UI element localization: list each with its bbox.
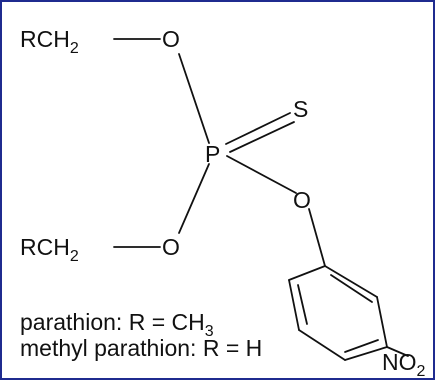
bond-o-top-p bbox=[178, 53, 210, 144]
bond-p-o-bottom bbox=[178, 163, 210, 234]
oxygen-bottom-label: O bbox=[162, 234, 180, 260]
caption-line-parathion: parathion: R = CH3 bbox=[20, 309, 214, 340]
ring-inner-bond-1 bbox=[330, 274, 373, 303]
ring-bond-4 bbox=[298, 329, 346, 361]
oxygen-right-label: O bbox=[293, 187, 311, 213]
bond-ring-no2 bbox=[386, 346, 409, 357]
bond-p-s-1 bbox=[225, 112, 291, 145]
caption-line-methyl-parathion: methyl parathion: R = H bbox=[20, 335, 262, 361]
bond-p-s-2 bbox=[229, 121, 295, 153]
ring-bond-2 bbox=[376, 296, 388, 348]
phosphorus-label: P bbox=[205, 141, 220, 167]
oxygen-top-label: O bbox=[162, 26, 180, 52]
nitro-group-label: NO2 bbox=[382, 349, 426, 380]
bond-o-ring bbox=[308, 208, 326, 267]
ring-bond-3 bbox=[344, 346, 388, 361]
ring-inner-bond-3 bbox=[297, 284, 308, 325]
substituent-top-label: RCH2 bbox=[20, 26, 79, 57]
substituent-bottom-label: RCH2 bbox=[20, 234, 79, 265]
ring-bond-5 bbox=[288, 279, 300, 331]
sulfur-label: S bbox=[293, 96, 308, 122]
ring-inner-bond-2 bbox=[344, 339, 379, 353]
bond-p-o-right bbox=[226, 155, 297, 194]
ring-bond-1 bbox=[324, 265, 378, 298]
ring-bond-6 bbox=[288, 265, 326, 281]
